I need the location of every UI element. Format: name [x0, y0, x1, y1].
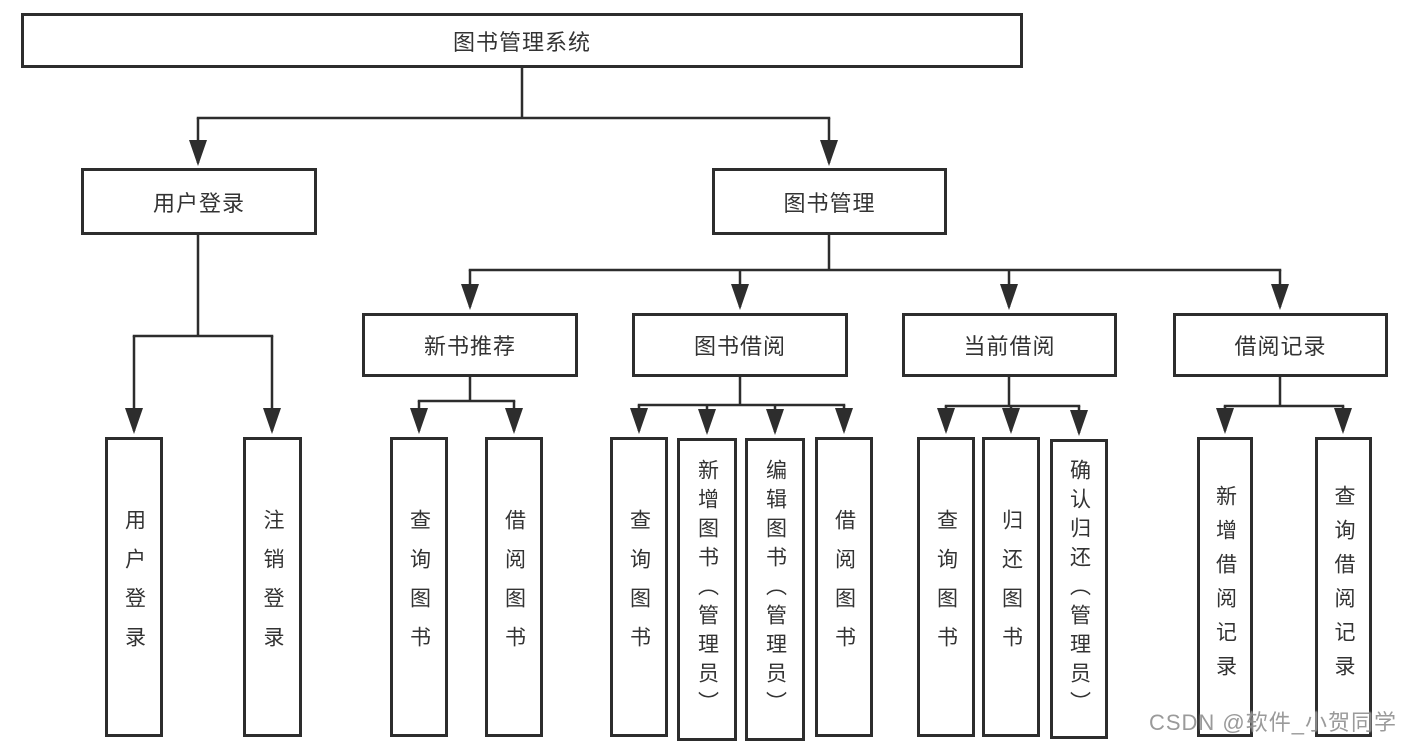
leaf-user-login: 用户登录	[105, 437, 163, 737]
leaf-logout: 注销登录	[243, 437, 302, 737]
leaf-add-book-admin: 新增图书（管理员）	[677, 438, 737, 741]
leaf-query-books-current: 查询图书	[917, 437, 975, 737]
leaf-confirm-return-admin: 确认归还（管理员）	[1050, 439, 1108, 739]
node-book-borrow: 图书借阅	[632, 313, 848, 377]
node-user-login: 用户登录	[81, 168, 317, 235]
leaf-query-borrow-record: 查询借阅记录	[1315, 437, 1372, 737]
csdn-watermark: CSDN @软件_小贺同学	[1148, 710, 1397, 735]
node-book-management: 图书管理	[712, 168, 947, 235]
node-new-book-recommend: 新书推荐	[362, 313, 578, 377]
leaf-borrow-books-recommend: 借阅图书	[485, 437, 543, 737]
leaf-add-borrow-record: 新增借阅记录	[1197, 437, 1253, 737]
leaf-query-books-recommend: 查询图书	[390, 437, 448, 737]
leaf-edit-book-admin: 编辑图书（管理员）	[745, 438, 805, 741]
node-current-borrow: 当前借阅	[902, 313, 1117, 377]
node-root: 图书管理系统	[21, 13, 1023, 68]
leaf-return-books: 归还图书	[982, 437, 1040, 737]
leaf-borrow-books: 借阅图书	[815, 437, 873, 737]
node-borrow-records: 借阅记录	[1173, 313, 1388, 377]
leaf-query-books-borrow: 查询图书	[610, 437, 668, 737]
